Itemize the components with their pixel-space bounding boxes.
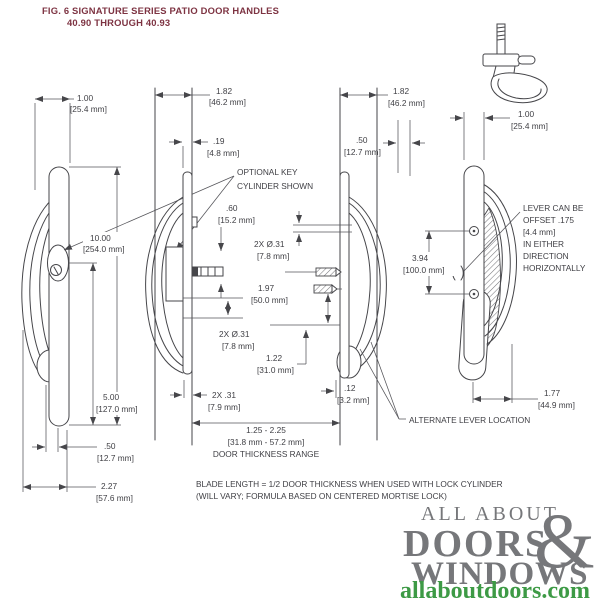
dim-mm: [12.7 mm] — [344, 147, 381, 157]
callout-line: OPTIONAL KEY — [237, 167, 298, 177]
dim-fig1-total-width: 2.27 [57.6 mm] — [22, 330, 133, 503]
dim-mm: [254.0 mm] — [83, 244, 125, 254]
fig4-outside-handle-front-view — [452, 165, 517, 381]
callout-optional-key: OPTIONAL KEY CYLINDER SHOWN — [237, 167, 313, 191]
dim-fig2-plate-thickness: .19 [4.8 mm] — [169, 136, 239, 168]
title-line-1: FIG. 6 SIGNATURE SERIES PATIO DOOR HANDL… — [42, 5, 279, 16]
dim-value: 1.22 — [266, 353, 283, 363]
fig2-inside-handle-side-view — [145, 87, 224, 446]
logo-url: allaboutdoors.com — [400, 578, 590, 600]
dim-value: .60 — [226, 203, 238, 213]
dim-mm: [31.8 mm - 57.2 mm] — [228, 437, 305, 447]
dim-value: 10.00 — [90, 233, 111, 243]
dim-fig1-cyl-to-bottom: 5.00 [127.0 mm] — [69, 262, 150, 425]
dim-label: DOOR THICKNESS RANGE — [213, 449, 320, 459]
dim-value: 2.27 — [101, 481, 118, 491]
dim-door-thickness-range: 1.25 - 2.25 [31.8 mm - 57.2 mm] DOOR THI… — [192, 420, 340, 459]
dim-fig3-lower: 1.22 [31.0 mm] — [257, 330, 309, 375]
dim-value: 5.00 — [103, 392, 120, 402]
dim-mm: [7.9 mm] — [208, 402, 240, 412]
dim-fig3-screw-span: 1.97 [50.0 mm] — [251, 283, 340, 326]
logo-doors: DOORS — [403, 523, 548, 565]
dim-value: 1.97 — [258, 283, 275, 293]
dim-mm: [50.0 mm] — [251, 295, 288, 305]
dim-value: 3.94 — [412, 253, 429, 263]
callout-line: [4.4 mm] — [523, 227, 555, 237]
dim-mm: [46.2 mm] — [388, 98, 425, 108]
dim-mm: [100.0 mm] — [403, 265, 445, 275]
logo-windows: WINDOWS — [411, 556, 589, 592]
callout-lever-offset: LEVER CAN BE OFFSET .175 [4.4 mm] IN EIT… — [463, 203, 586, 273]
figure-title: FIG. 6 SIGNATURE SERIES PATIO DOOR HANDL… — [42, 5, 279, 28]
callout-line: OFFSET .175 — [523, 215, 574, 225]
mounting-screw-2 — [313, 283, 342, 295]
dim-value: .12 — [344, 383, 356, 393]
callout-line: LEVER CAN BE — [523, 203, 584, 213]
dim-value: .50 — [104, 441, 116, 451]
dim-mm: [46.2 mm] — [209, 97, 246, 107]
dim-mm: [44.9 mm] — [538, 400, 575, 410]
dim-fig1-height: 10.00 [254.0 mm] — [69, 166, 137, 426]
dim-mm: [57.6 mm] — [96, 493, 133, 503]
callout-line: CYLINDER SHOWN — [237, 181, 313, 191]
callout-line: HORIZONTALLY — [523, 263, 586, 273]
dim-mm: [12.7 mm] — [97, 453, 134, 463]
dim-value: 1.00 — [518, 109, 535, 119]
dim-value: 1.25 - 2.25 — [246, 425, 286, 435]
note-line-2: (WILL VARY; FORMULA BASED ON CENTERED MO… — [196, 491, 447, 501]
callout-line: IN EITHER — [523, 239, 564, 249]
title-line-2: 40.90 THROUGH 40.93 — [67, 17, 170, 28]
dim-fig2-spindle: .60 [15.2 mm] — [218, 203, 255, 298]
note-line-1: BLADE LENGTH = 1/2 DOOR THICKNESS WHEN U… — [196, 479, 503, 489]
dim-mm: [25.4 mm] — [70, 104, 107, 114]
callout-line: DIRECTION — [523, 251, 569, 261]
dim-value: 2X Ø.31 — [254, 239, 285, 249]
lever-handle-3d-icon — [482, 23, 548, 104]
dim-value: .19 — [213, 136, 225, 146]
dim-fig3-gap: .12 [3.2 mm] — [321, 380, 369, 405]
fig1-inside-handle-front-view — [21, 166, 70, 427]
dim-fig3-projection: 1.82 [46.2 mm] — [340, 86, 425, 108]
dim-fig4-hole-span: 3.94 [100.0 mm] — [403, 230, 469, 295]
blade-length-note: BLADE LENGTH = 1/2 DOOR THICKNESS WHEN U… — [196, 479, 503, 501]
dim-value: 1.82 — [393, 86, 410, 96]
dim-fig2-holes: 2X Ø.31 [7.8 mm] — [183, 297, 254, 351]
callout-alternate-lever: ALTERNATE LEVER LOCATION — [359, 341, 530, 425]
callout-line: ALTERNATE LEVER LOCATION — [409, 415, 530, 425]
dim-mm: [7.8 mm] — [257, 251, 289, 261]
dim-value: 1.82 — [216, 86, 233, 96]
dim-value: 1.00 — [77, 93, 94, 103]
dim-mm: [15.2 mm] — [218, 215, 255, 225]
dim-mm: [3.2 mm] — [337, 395, 369, 405]
dim-fig4-offset: .50 [12.7 mm] — [344, 120, 425, 176]
dim-mm: [25.4 mm] — [511, 121, 548, 131]
dim-value: 2X .31 — [212, 390, 236, 400]
dim-fig4-lever-width: 1.77 [44.9 mm] — [472, 344, 575, 410]
dim-fig1-plate-width: 1.00 [25.4 mm] — [34, 93, 107, 190]
dim-fig2-projection: 1.82 [46.2 mm] — [155, 86, 246, 107]
dim-fig1-offset: .50 [12.7 mm] — [32, 385, 134, 463]
dim-value: 1.77 — [544, 388, 561, 398]
all-about-doors-windows-logo: ALL ABOUT DOORS & WINDOWS allaboutdoors.… — [400, 497, 595, 600]
dim-value: 2X Ø.31 — [219, 329, 250, 339]
dim-fig2-hole-offset: 2X .31 [7.9 mm] — [170, 380, 240, 412]
dim-mm: [7.8 mm] — [222, 341, 254, 351]
logo-all-about: ALL ABOUT — [421, 503, 559, 525]
offset-mark-right-paren — [460, 265, 464, 281]
dim-mm: [4.8 mm] — [207, 148, 239, 158]
dim-mm: [127.0 mm] — [96, 404, 138, 414]
fig3-outside-handle-side-view — [285, 87, 387, 446]
dim-fig4-plate-width: 1.00 [25.4 mm] — [450, 109, 548, 160]
dim-value: .50 — [356, 135, 368, 145]
logo-ampersand-icon: & — [534, 497, 595, 584]
dim-fig3-holes: 2X Ø.31 [7.8 mm] — [254, 211, 352, 261]
dim-mm: [31.0 mm] — [257, 365, 294, 375]
mounting-screw-1 — [285, 266, 342, 278]
